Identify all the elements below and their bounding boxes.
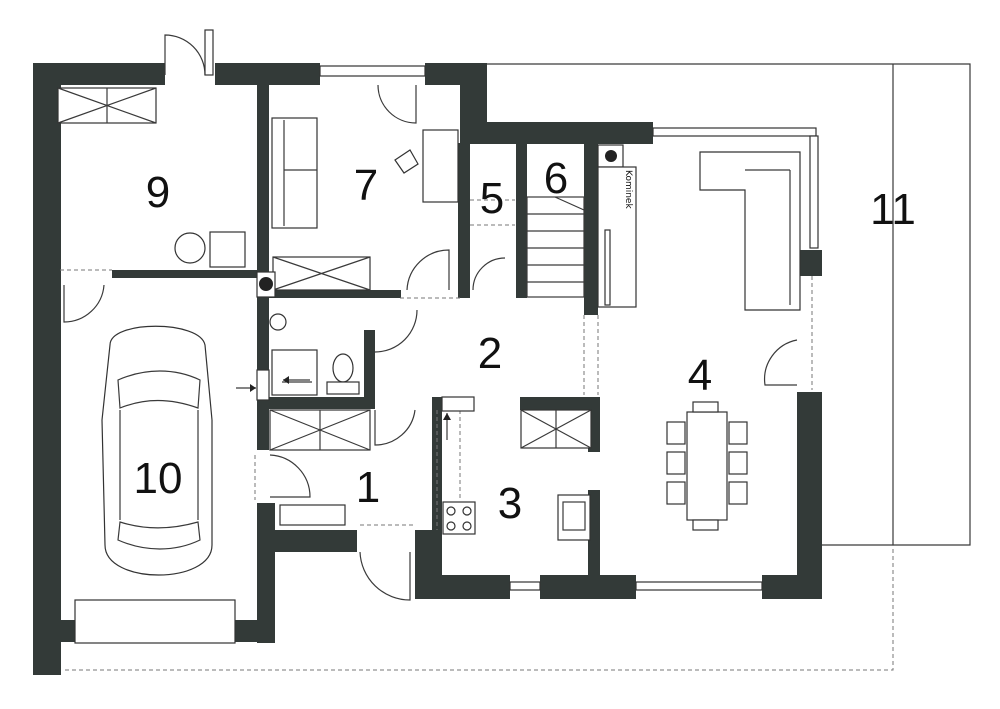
exterior-walls [33,63,822,675]
bathroom-fixtures [256,271,360,396]
fireplace-label: Kominek [623,170,633,209]
terrace-outline [65,63,971,671]
room-6-label: 6 [544,154,568,203]
room-9-label: 9 [146,168,170,217]
entry-arrows [236,376,451,440]
room-2-label: 2 [478,329,502,378]
doors [63,29,798,601]
room-3-label: 3 [498,479,522,528]
dashed-guides [60,199,813,530]
car-icon [101,325,213,576]
room-7-label: 7 [354,161,378,210]
room-10-label: 10 [134,454,183,503]
windows [74,65,819,644]
room-5-label: 5 [480,174,504,223]
room-9-furniture [57,87,246,268]
room-1-furniture [256,369,371,526]
room-4-furniture [597,144,801,531]
interior-walls [112,85,600,590]
room-1-label: 1 [356,463,380,512]
room-3-furniture [441,396,592,541]
room-4-label: 4 [688,351,712,400]
room-labels: 1 2 3 4 5 6 7 9 10 11 Kominek [134,154,916,528]
stairs [526,196,585,298]
room-7-furniture [271,117,459,291]
room-11-label: 11 [870,185,916,234]
